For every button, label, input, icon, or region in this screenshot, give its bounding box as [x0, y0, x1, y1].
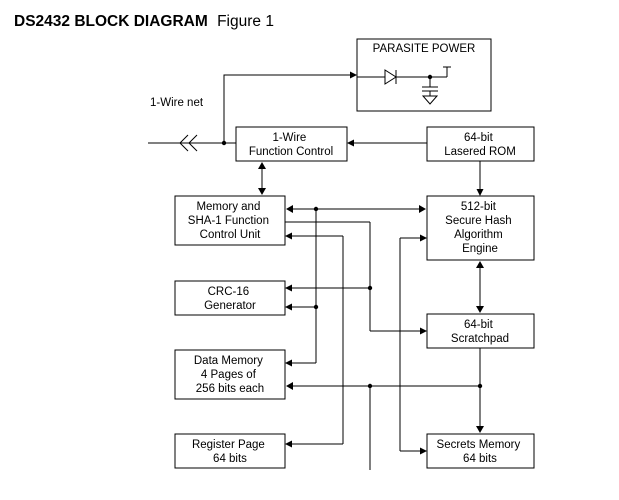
- title-bold: DS2432 BLOCK DIAGRAM: [14, 13, 208, 30]
- diagram-title: DS2432 BLOCK DIAGRAM Figure 1: [14, 13, 274, 30]
- function-control-block: [235, 126, 348, 162]
- wire-net-to-power: [223, 71, 357, 143]
- lasered-rom-block: [426, 126, 535, 162]
- data-memory-block: [174, 349, 286, 400]
- memory-sha-control-label: Memory and SHA-1 Function Control Unit: [188, 201, 272, 241]
- sha-engine-label: 512-bit Secure Hash Algorithm Engine: [445, 201, 515, 255]
- diode-capacitor-symbol: [357, 66, 451, 105]
- parasite-power-label: PARASITE POWER: [373, 43, 476, 55]
- memory-sha-control-block: [174, 195, 286, 246]
- register-page-label: Register Page 64 bits: [192, 439, 268, 465]
- crc-generator-block: [174, 280, 286, 316]
- function-control-label: 1-Wire Function Control: [249, 132, 333, 158]
- scratchpad-label: 64-bit Scratchpad: [451, 319, 509, 345]
- parasite-power-block: [356, 38, 492, 112]
- one-wire-net-label: 1-Wire net: [150, 97, 204, 109]
- data-memory-label: Data Memory 4 Pages of 256 bits each: [194, 355, 266, 395]
- one-wire-connector: [148, 134, 236, 152]
- secrets-memory-block: [426, 433, 535, 469]
- lasered-rom-label: 64-bit Lasered ROM: [444, 132, 516, 158]
- bus-wires: [285, 205, 484, 470]
- sha-engine-block: [426, 195, 535, 261]
- title-figure: Figure 1: [217, 13, 274, 30]
- register-page-block: [174, 433, 286, 469]
- secrets-memory-label: Secrets Memory 64 bits: [437, 439, 524, 465]
- crc-generator-label: CRC-16 Generator: [204, 286, 256, 312]
